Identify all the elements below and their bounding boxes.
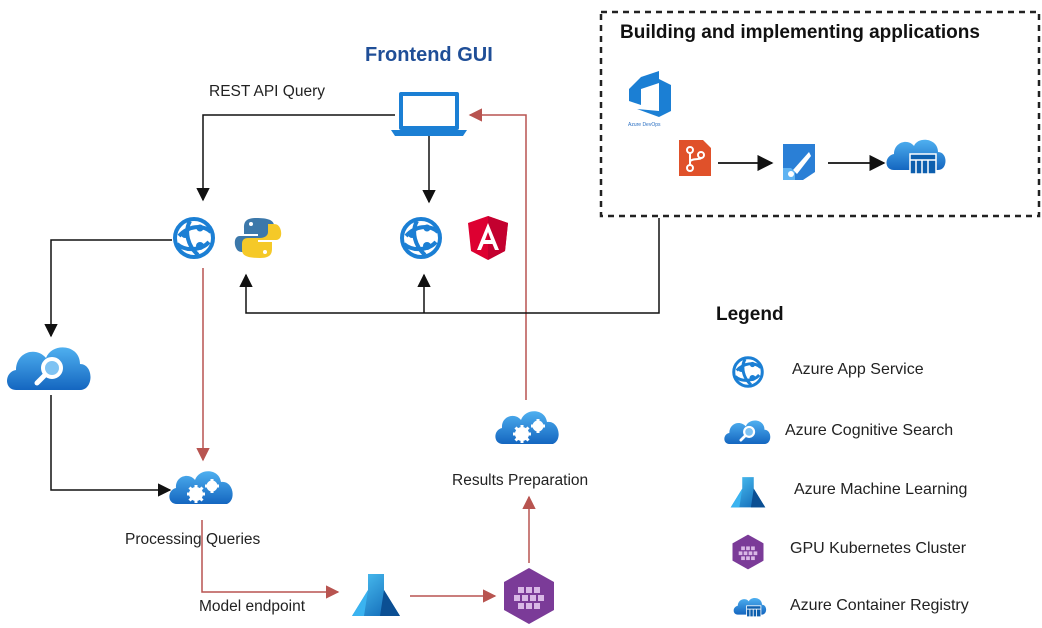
legend-kubernetes-cluster-icon xyxy=(732,534,764,570)
processing-to-ml-connector xyxy=(201,520,340,599)
azure-pipelines-icon xyxy=(783,144,815,180)
legend-machine-learning-icon xyxy=(730,477,766,508)
kubernetes-cluster-icon xyxy=(504,568,554,624)
deploy-to-backend-connector xyxy=(239,218,660,314)
results-to-laptop-connector xyxy=(468,108,527,400)
rest-api-query-connector xyxy=(196,114,395,202)
legend-app-service-icon xyxy=(732,356,764,388)
processing-queries-label: Processing Queries xyxy=(125,531,261,548)
legend-item-app-service: Azure App Service xyxy=(792,361,924,378)
app-service-backend-icon xyxy=(173,217,215,259)
legend-cognitive-search-icon xyxy=(722,419,772,446)
git-repo-icon xyxy=(679,140,711,176)
machine-learning-icon xyxy=(352,574,400,616)
rest-api-query-label: REST API Query xyxy=(209,83,326,100)
frontend-gui-title: Frontend GUI xyxy=(365,44,493,66)
azure-devops-caption: Azure DevOps xyxy=(628,122,661,128)
angular-icon xyxy=(468,216,508,260)
python-icon xyxy=(234,218,282,258)
container-registry-icon xyxy=(885,139,947,175)
azure-devops-icon xyxy=(629,71,671,117)
app-to-search-connector xyxy=(44,239,172,338)
search-to-processing-connector xyxy=(50,395,172,497)
laptop-icon xyxy=(391,92,467,136)
legend-item-cognitive-search: Azure Cognitive Search xyxy=(785,422,954,439)
model-endpoint-label: Model endpoint xyxy=(199,598,305,615)
processing-queries-icon xyxy=(167,469,235,506)
cognitive-search-icon xyxy=(7,347,91,390)
results-preparation-label: Results Preparation xyxy=(452,472,589,489)
legend-title: Legend xyxy=(716,304,784,325)
app-service-frontend-icon xyxy=(400,217,442,259)
results-preparation-icon xyxy=(493,409,561,446)
devops-box xyxy=(599,10,1041,218)
legend-item-container-registry: Azure Container Registry xyxy=(790,597,969,614)
legend-item-kubernetes-cluster: GPU Kubernetes Cluster xyxy=(790,540,967,557)
devops-box-title: Building and implementing applications xyxy=(620,22,980,43)
legend-item-machine-learning: Azure Machine Learning xyxy=(794,481,968,498)
legend-container-registry-icon xyxy=(733,597,767,618)
